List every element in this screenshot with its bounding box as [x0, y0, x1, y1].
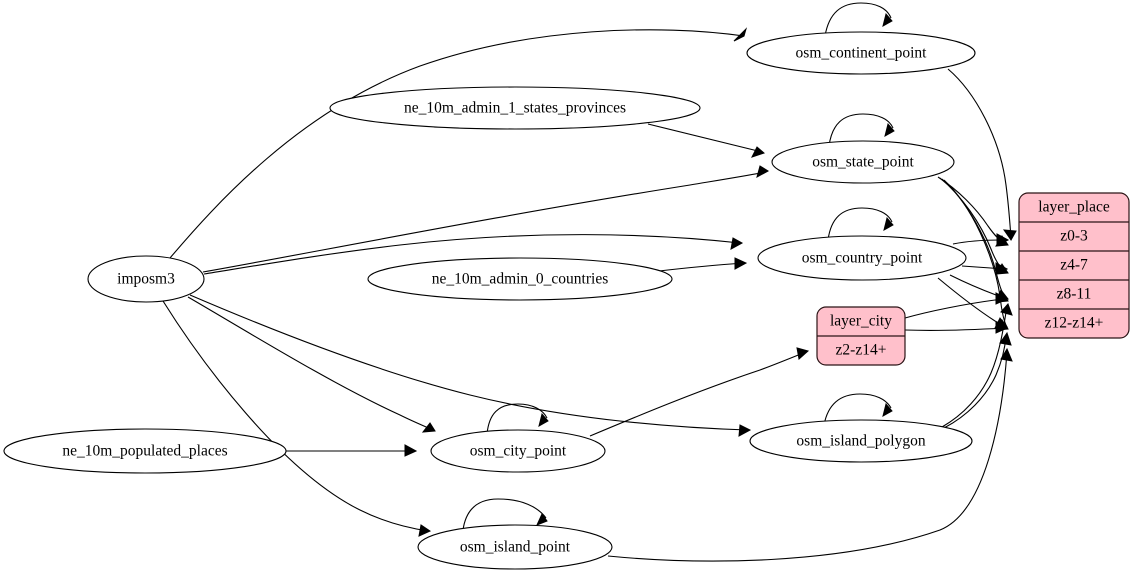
- node-osm-island-point-shape[interactable]: [417, 524, 613, 570]
- edge-self-loop-osm-island-point: [462, 498, 548, 531]
- node-osm-city-point-label: osm_city_point: [470, 443, 567, 460]
- record-layer-city-title: layer_city: [830, 313, 892, 330]
- record-layer-place-title: layer_place: [1038, 199, 1110, 216]
- node-ne-10m-admin-1-states-provinces-label: ne_10m_admin_1_states_provinces: [404, 100, 626, 117]
- node-osm-continent-point-label: osm_continent_point: [796, 45, 928, 62]
- edge-imposm3-to-osm-island-point: [162, 300, 432, 537]
- edge-self-loop-osm-island-polygon: [823, 393, 893, 426]
- edge-ne-admin1-to-osm-state-point: [647, 123, 765, 158]
- record-layer-place-frame[interactable]: [1018, 192, 1130, 339]
- edge-imposm3-to-osm-city-point: [187, 296, 436, 433]
- edge-self-loop-osm-country-point: [827, 207, 894, 241]
- record-layer-city-row-z2-z14[interactable]: z2-z14+: [836, 342, 887, 359]
- node-osm-country-point-shape[interactable]: [757, 235, 967, 281]
- node-ne-10m-admin-0-countries-label: ne_10m_admin_0_countries: [432, 271, 609, 288]
- node-osm-country-point-label: osm_country_point: [802, 250, 923, 267]
- node-osm-city-point-shape[interactable]: [430, 429, 606, 473]
- node-osm-continent-point-shape[interactable]: [746, 31, 976, 75]
- node-ne-10m-admin-0-countries-shape[interactable]: [367, 257, 673, 301]
- node-osm-state-point-label: osm_state_point: [812, 154, 914, 171]
- edge-osm-island-polygon-to-layer-place-z12-z14: [943, 331, 1012, 429]
- node-osm-state-point-shape[interactable]: [771, 140, 955, 184]
- node-osm-country-point[interactable]: osm_country_point: [757, 235, 967, 281]
- edge-self-loop-osm-continent-point: [824, 2, 893, 37]
- node-ne-10m-populated-places-shape[interactable]: [3, 428, 287, 474]
- node-imposm3[interactable]: imposm3: [87, 255, 205, 303]
- node-osm-island-point-label: osm_island_point: [460, 539, 571, 556]
- node-ne-10m-admin-1-states-provinces-shape[interactable]: [329, 86, 701, 130]
- edge-imposm3-to-osm-island-polygon: [189, 294, 752, 437]
- edge-imposm3-to-osm-country-point: [203, 234, 744, 275]
- edge-layer: [162, 2, 1017, 562]
- edge-self-loop-osm-state-point: [828, 113, 895, 147]
- edge-ne-admin0-to-osm-country-point: [658, 257, 748, 272]
- node-osm-island-polygon[interactable]: osm_island_polygon: [749, 419, 973, 463]
- edge-self-loop-osm-city-point: [486, 403, 549, 435]
- edge-osm-city-point-to-layer-city-z2-z14: [589, 347, 810, 437]
- node-osm-island-polygon-shape[interactable]: [749, 419, 973, 463]
- node-ne-10m-populated-places[interactable]: ne_10m_populated_places: [3, 428, 287, 474]
- node-osm-state-point[interactable]: osm_state_point: [771, 140, 955, 184]
- node-ne-10m-admin-1-states-provinces[interactable]: ne_10m_admin_1_states_provinces: [329, 86, 701, 130]
- node-osm-island-polygon-label: osm_island_polygon: [796, 433, 925, 450]
- edge-osm-country-point-to-layer-place-z0-3: [952, 233, 1010, 246]
- edge-layer-city-to-layer-place-z12-z14: [904, 321, 1009, 334]
- record-layer: layer_place z0-3 z4-7 z8-11 z12-z14+ lay…: [816, 192, 1130, 366]
- record-layer-place-row-z8-11[interactable]: z8-11: [1057, 286, 1092, 303]
- node-osm-continent-point[interactable]: osm_continent_point: [746, 31, 976, 75]
- node-ne-10m-admin-0-countries[interactable]: ne_10m_admin_0_countries: [367, 257, 673, 301]
- record-layer-place[interactable]: layer_place z0-3 z4-7 z8-11 z12-z14+: [1018, 192, 1130, 339]
- edge-imposm3-to-osm-state-point: [202, 165, 769, 273]
- node-layer: imposm3 ne_10m_admin_1_states_provinces …: [3, 31, 976, 570]
- edge-osm-country-point-to-layer-place-z4-7: [961, 262, 1009, 275]
- edge-layer-city-to-layer-place-z8-11: [904, 292, 1009, 319]
- record-layer-place-row-z12-z14[interactable]: z12-z14+: [1045, 315, 1104, 332]
- edge-osm-continent-point-to-layer-place-z0-3: [947, 68, 1017, 241]
- edge-osm-island-polygon-to-layer-place-z8-11: [941, 303, 1013, 428]
- node-osm-island-point[interactable]: osm_island_point: [417, 524, 613, 570]
- record-layer-place-row-z0-3[interactable]: z0-3: [1060, 228, 1088, 245]
- node-imposm3-label: imposm3: [117, 271, 175, 288]
- node-imposm3-shape[interactable]: [87, 255, 205, 303]
- record-layer-city[interactable]: layer_city z2-z14+: [816, 306, 906, 366]
- record-layer-place-row-z4-7[interactable]: z4-7: [1060, 257, 1088, 274]
- edge-ne-populated-to-osm-city-point: [286, 444, 418, 457]
- edge-osm-island-point-to-layer-place-z12-z14: [607, 347, 1013, 562]
- edge-imposm3-to-osm-continent-point: [169, 27, 748, 259]
- node-ne-10m-populated-places-label: ne_10m_populated_places: [62, 443, 227, 460]
- node-osm-city-point[interactable]: osm_city_point: [430, 429, 606, 473]
